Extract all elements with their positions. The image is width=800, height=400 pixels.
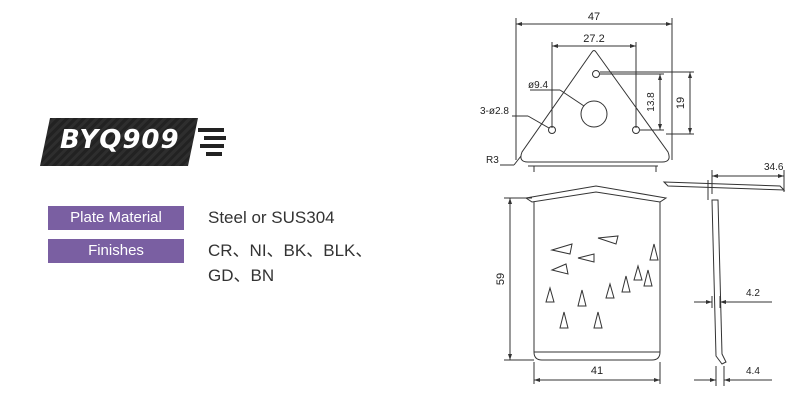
dim-plate-width: 41 xyxy=(591,365,603,377)
front-view-outline xyxy=(524,185,668,361)
speed-lines-icon xyxy=(198,128,226,156)
product-badge: BYQ909 xyxy=(40,118,226,166)
dim-center-hole: ø9.4 xyxy=(528,80,548,91)
side-view-outline xyxy=(662,180,786,365)
dim-small-holes: 3-ø2.8 xyxy=(480,106,509,117)
product-code: BYQ909 xyxy=(60,125,180,155)
finishes-label: Finishes xyxy=(48,239,184,263)
dim-plate-height: 59 xyxy=(495,273,507,285)
plate-material-label: Plate Material xyxy=(48,206,184,230)
dim-height-outer: 19 xyxy=(675,97,687,109)
plate-tabs xyxy=(545,235,659,329)
dim-side-lower: 4.4 xyxy=(746,366,760,377)
plate-material-value: Steel or SUS304 xyxy=(208,208,335,227)
badge-background xyxy=(40,118,198,166)
finishes-value-line2: GD、BN xyxy=(208,266,275,285)
finishes-value-line1: CR、NI、BK、BLK、 xyxy=(208,241,373,260)
dim-radius: R3 xyxy=(486,155,499,166)
dim-height-inner: 13.8 xyxy=(646,92,657,112)
dim-side-width: 34.6 xyxy=(764,162,784,173)
dim-side-upper: 4.2 xyxy=(746,288,760,299)
dim-width: 47 xyxy=(588,11,600,23)
dim-hole-spacing: 27.2 xyxy=(583,33,604,45)
